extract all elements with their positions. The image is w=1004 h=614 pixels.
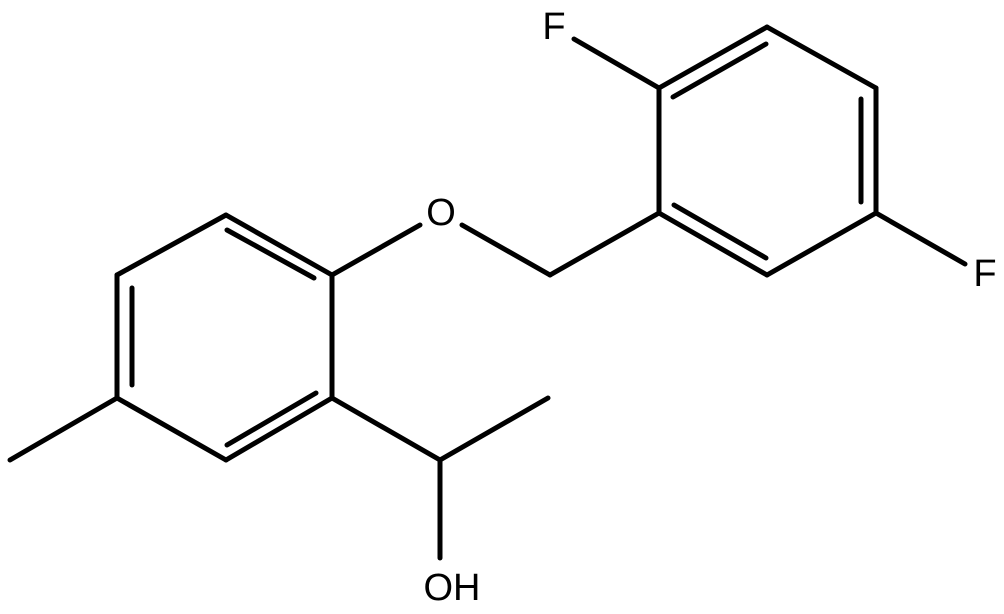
hydroxyl-label: OH: [424, 567, 481, 609]
bond-ch2-to-ring: [547, 210, 662, 278]
ether-linkage: [329, 210, 662, 278]
bond-r2-r3: [656, 24, 770, 91]
fluorine-right-label: F: [973, 253, 996, 295]
bond-r6-r1: [656, 210, 770, 278]
bond-to-fluorine-right: [873, 210, 968, 267]
bond-c1-c2: [223, 212, 335, 278]
bond-methyl: [7, 395, 120, 463]
hydroxyethyl-group: [329, 395, 551, 561]
bond-ring-to-oxygen: [329, 222, 423, 278]
bond-carbinol-to-methyl: [437, 395, 551, 463]
right-benzene-ring: [656, 24, 879, 278]
bond-r3-r4: [764, 24, 879, 91]
double-bond-c1-c2: [224, 227, 317, 281]
bond-to-fluorine-top: [571, 36, 662, 91]
bond-ring-to-carbinol: [329, 395, 443, 463]
left-benzene-ring: [114, 212, 335, 463]
bond-c2-c3: [114, 212, 229, 278]
bond-c4-c5: [114, 395, 229, 463]
oxygen-ether-label: O: [426, 192, 456, 234]
double-bond-c5-c6: [224, 390, 319, 448]
bond-r5-r6: [764, 210, 879, 278]
bond-oxygen-to-ch2: [459, 222, 553, 278]
double-bond-r6-r1: [671, 202, 769, 261]
fluorine-top-label: F: [542, 6, 565, 48]
double-bond-r2-r3: [670, 41, 769, 100]
bond-c5-c6: [223, 395, 335, 463]
